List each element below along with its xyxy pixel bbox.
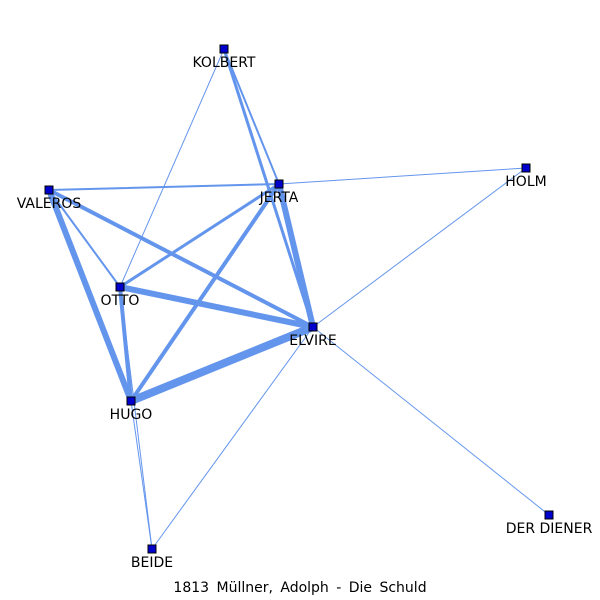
node-label: ELVIRE [289,333,336,349]
node-layer: KOLBERT JERTA HOLM VALEROS OTTO ELVIRE HUGO DER… [17,44,593,571]
node-marker [44,185,54,195]
edge-jerta-hugo [129,182,281,403]
node-marker [147,544,157,554]
node-hugo[interactable]: HUGO [110,396,153,423]
node-label: HOLM [505,174,546,190]
edge-valeros-elvire [47,188,315,329]
node-label: BEIDE [131,555,173,571]
node-label: HUGO [110,407,153,423]
node-elvire[interactable]: ELVIRE [289,322,337,349]
node-label: DER DIENER [506,521,593,537]
edge-otto-elvire [117,284,316,330]
node-label: VALEROS [17,196,82,212]
node-valeros[interactable]: VALEROS [17,185,82,212]
edge-kolbert-elvire [222,47,315,329]
edge-elvire-der-diener [312,326,550,516]
node-label: JERTA [259,190,299,206]
node-marker [126,396,136,406]
node-marker [274,179,284,189]
edge-kolbert-otto [119,48,225,288]
edge-jerta-holm [278,167,527,185]
node-marker [308,322,318,332]
node-otto[interactable]: OTTO [101,282,140,309]
edge-elvire-beide [151,326,314,550]
edge-valeros-hugo [46,187,134,404]
edge-otto-beide [119,286,153,550]
node-marker [219,44,229,54]
node-beide[interactable]: BEIDE [131,544,173,571]
graph-caption: 1813 Müllner, Adolph - Die Schuld [173,580,427,596]
edge-valeros-otto [48,189,121,288]
edge-holm-elvire [312,167,527,328]
node-der-diener[interactable]: DER DIENER [506,510,593,537]
edge-kolbert-jerta [223,48,280,185]
edge-layer [46,47,550,550]
node-label: KOLBERT [193,55,256,71]
node-holm[interactable]: HOLM [505,163,547,190]
edge-jerta-elvire [276,181,316,330]
node-marker [544,510,554,520]
node-marker [521,163,531,173]
edge-elvire-hugo [127,323,317,405]
node-marker [115,282,125,292]
edge-otto-jerta [118,182,281,289]
node-label: OTTO [101,293,140,309]
node-kolbert[interactable]: KOLBERT [193,44,256,71]
node-jerta[interactable]: JERTA [259,179,299,206]
